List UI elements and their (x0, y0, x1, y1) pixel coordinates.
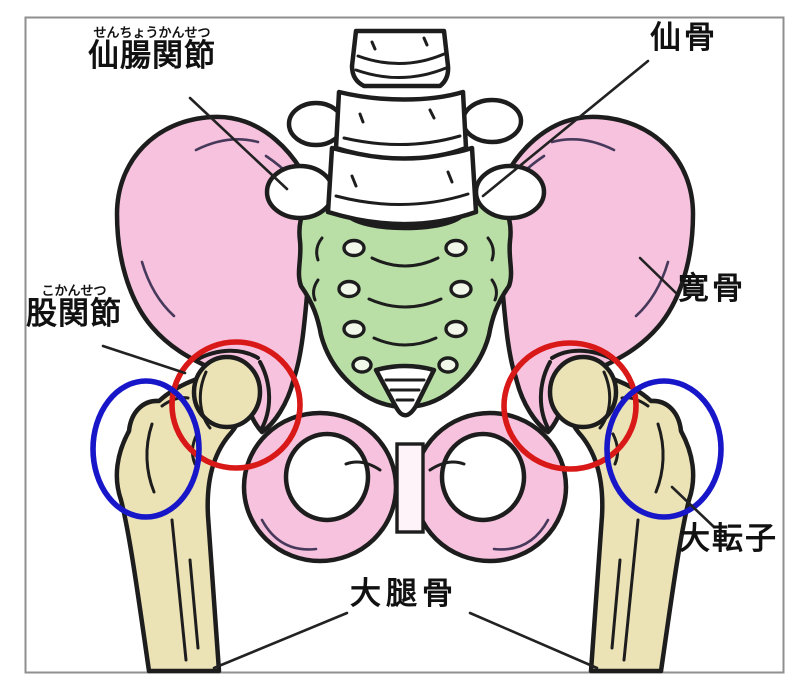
greater-trochanter-text: 大転子 (679, 521, 778, 556)
hip-joint-text: 股関節 (26, 296, 122, 332)
femur-right-leader-line (468, 611, 599, 670)
label-hip-joint: こかんせつ 股関節 (16, 283, 132, 332)
hip-joint-furigana: こかんせつ (41, 283, 107, 298)
label-sacrum: 仙骨 (650, 20, 718, 55)
left-hip-joint-circle (169, 339, 303, 471)
sacrum-bone (296, 184, 514, 410)
lumbar-vertebrae (264, 28, 547, 227)
sacrum-leader-line (481, 59, 650, 198)
left-obturator-foramen (283, 431, 371, 523)
femur-text: 大腿骨 (350, 576, 458, 611)
sacroiliac-joint-text: 仙腸関節 (88, 38, 216, 74)
leader-lines (101, 59, 716, 670)
sacroiliac-joint-furigana: せんちょうかんせつ (93, 25, 211, 40)
hip-bone-text: 寛骨 (678, 271, 746, 306)
coccyx-bone (373, 363, 437, 418)
pubic-symphysis (395, 442, 425, 534)
left-trochanter-circle (90, 378, 202, 520)
left-femur (114, 354, 263, 674)
hip-bone-leader-line (638, 256, 678, 295)
label-hip-bone: 寛骨 (678, 271, 746, 306)
right-femur (547, 354, 696, 674)
right-femoral-head (547, 354, 619, 430)
right-trochanter-circle (604, 378, 724, 520)
left-femoral-head (191, 354, 263, 430)
label-greater-trochanter: 大転子 (679, 521, 778, 556)
sacroiliac-leader-line (188, 96, 289, 191)
label-femur: 大腿骨 (350, 576, 458, 611)
label-sacroiliac-joint: せんちょうかんせつ 仙腸関節 (82, 25, 222, 74)
trochanter-leader-line (670, 485, 716, 529)
right-hip-joint-circle (501, 340, 639, 472)
hip-joint-leader-line (101, 344, 187, 375)
right-obturator-foramen (439, 431, 527, 523)
sacrum-text: 仙骨 (650, 20, 718, 55)
femur-left-leader-line (212, 611, 349, 670)
